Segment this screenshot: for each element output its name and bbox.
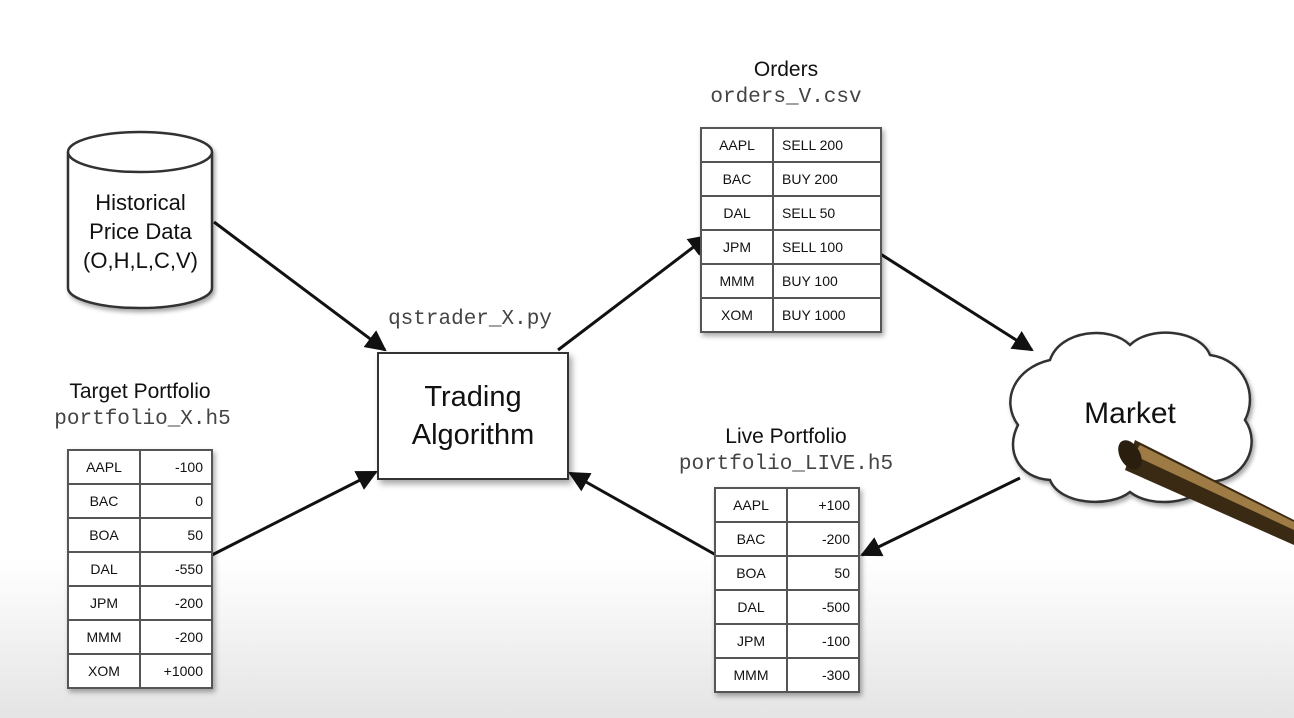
table-row: AAPL-100	[67, 449, 213, 485]
database-label: Historical Price Data (O,H,L,C,V)	[83, 190, 198, 273]
live-portfolio-filename: portfolio_LIVE.h5	[678, 453, 894, 476]
table-row: BAC-200	[714, 521, 860, 557]
symbol-cell: MMM	[700, 263, 774, 299]
position-cell: 0	[139, 483, 213, 519]
position-cell: +1000	[139, 653, 213, 689]
position-cell: +100	[786, 487, 860, 523]
table-row: AAPL+100	[714, 487, 860, 523]
position-cell: -500	[786, 589, 860, 625]
order-cell: BUY 100	[772, 263, 882, 299]
symbol-cell: DAL	[67, 551, 141, 587]
order-cell: SELL 50	[772, 195, 882, 231]
trading-algorithm-box: Trading Algorithm	[377, 352, 569, 480]
position-cell: -200	[139, 585, 213, 621]
table-row: JPM-100	[714, 623, 860, 659]
table-row: MMM-300	[714, 657, 860, 693]
position-cell: 50	[786, 555, 860, 591]
symbol-cell: BOA	[714, 555, 788, 591]
pen-icon	[1118, 440, 1294, 545]
position-cell: -100	[786, 623, 860, 659]
symbol-cell: JPM	[67, 585, 141, 621]
symbol-cell: BAC	[700, 161, 774, 197]
algorithm-filename: qstrader_X.py	[388, 308, 552, 331]
position-cell: -200	[139, 619, 213, 655]
symbol-cell: JPM	[700, 229, 774, 265]
position-cell: 50	[139, 517, 213, 553]
order-cell: BUY 200	[772, 161, 882, 197]
symbol-cell: AAPL	[67, 449, 141, 485]
position-cell: -200	[786, 521, 860, 557]
market-label: Market	[1084, 397, 1176, 430]
symbol-cell: XOM	[67, 653, 141, 689]
database-icon	[66, 130, 214, 310]
symbol-cell: DAL	[700, 195, 774, 231]
orders-filename: orders_V.csv	[710, 86, 862, 109]
symbol-cell: DAL	[714, 589, 788, 625]
position-cell: -300	[786, 657, 860, 693]
table-row: XOM+1000	[67, 653, 213, 689]
position-cell: -100	[139, 449, 213, 485]
position-cell: -550	[139, 551, 213, 587]
arrow-target-to-algorithm	[211, 470, 378, 557]
symbol-cell: JPM	[714, 623, 788, 659]
table-row: DAL-500	[714, 589, 860, 625]
order-cell: SELL 100	[772, 229, 882, 265]
arrow-algorithm-to-orders	[557, 234, 710, 352]
trading-algorithm-label: Trading Algorithm	[411, 381, 535, 451]
symbol-cell: MMM	[714, 657, 788, 693]
symbol-cell: XOM	[700, 297, 774, 333]
order-cell: BUY 1000	[772, 297, 882, 333]
arrow-database-to-algorithm	[213, 220, 387, 352]
symbol-cell: AAPL	[700, 127, 774, 163]
symbol-cell: BAC	[67, 483, 141, 519]
table-row: DAL-550	[67, 551, 213, 587]
arrow-live-to-algorithm	[568, 471, 717, 557]
orders-title: Orders	[753, 58, 819, 81]
arrow-market-to-live	[860, 476, 1021, 557]
arrow-orders-to-market	[851, 234, 1034, 352]
target-portfolio-title: Target Portfolio	[69, 380, 211, 403]
table-row: MMM-200	[67, 619, 213, 655]
table-row: JPM-200	[67, 585, 213, 621]
target-portfolio-filename: portfolio_X.h5	[54, 408, 231, 431]
order-cell: SELL 200	[772, 127, 882, 163]
symbol-cell: BOA	[67, 517, 141, 553]
live-portfolio-title: Live Portfolio	[725, 425, 847, 448]
symbol-cell: MMM	[67, 619, 141, 655]
symbol-cell: BAC	[714, 521, 788, 557]
symbol-cell: AAPL	[714, 487, 788, 523]
